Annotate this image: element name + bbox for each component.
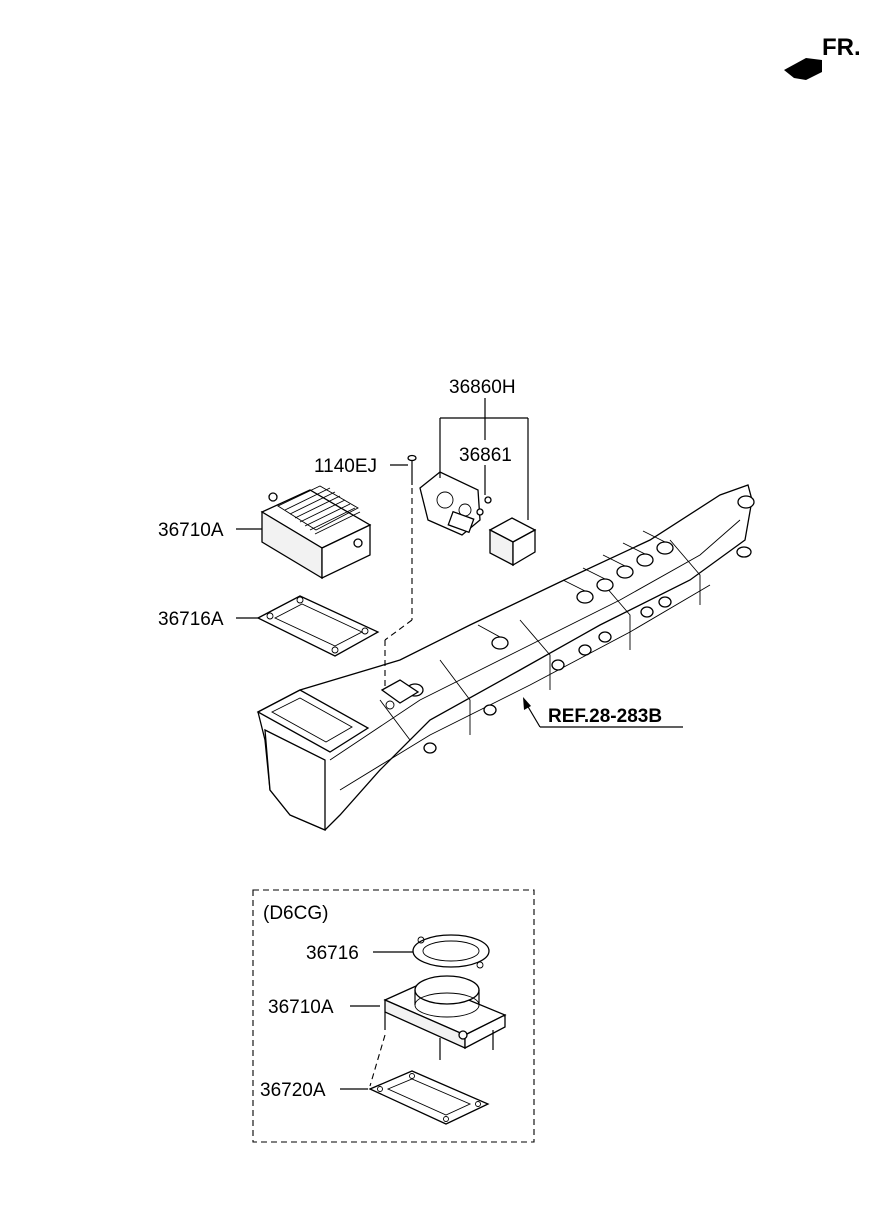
heater-grille <box>277 485 361 535</box>
manifold-port-tubes <box>406 495 755 697</box>
reference-label: REF.28-283B <box>548 706 662 727</box>
variant-label: (D6CG) <box>263 903 328 924</box>
label-1140EJ: 1140EJ <box>314 456 377 477</box>
air-heater-36710A <box>260 485 372 580</box>
label-36710A-main: 36710A <box>158 520 224 541</box>
ref-arrow-icon <box>523 697 531 710</box>
callout-leaders <box>236 398 683 728</box>
air-heater-36710A-inset <box>383 975 507 1060</box>
label-36861: 36861 <box>459 445 512 466</box>
relay-block-36861 <box>488 517 537 567</box>
gasket-36716 <box>412 934 490 969</box>
manifold-bosses <box>423 596 672 754</box>
front-arrow-icon <box>784 58 822 80</box>
label-36716: 36716 <box>306 943 359 964</box>
relay-assembly-36860H <box>419 471 492 536</box>
gasket-36720A <box>368 1034 490 1125</box>
bolt-1140EJ <box>384 454 417 690</box>
label-36720A: 36720A <box>260 1080 326 1101</box>
label-36716A: 36716A <box>158 609 224 630</box>
front-direction-indicator: FR. <box>784 34 861 80</box>
variant-inset: (D6CG) <box>252 889 535 1143</box>
intake-manifold <box>256 484 755 831</box>
label-36860H: 36860H <box>449 377 516 398</box>
gasket-36716A <box>256 595 380 657</box>
front-label: FR. <box>822 34 861 61</box>
label-36710A-inset: 36710A <box>268 997 334 1018</box>
